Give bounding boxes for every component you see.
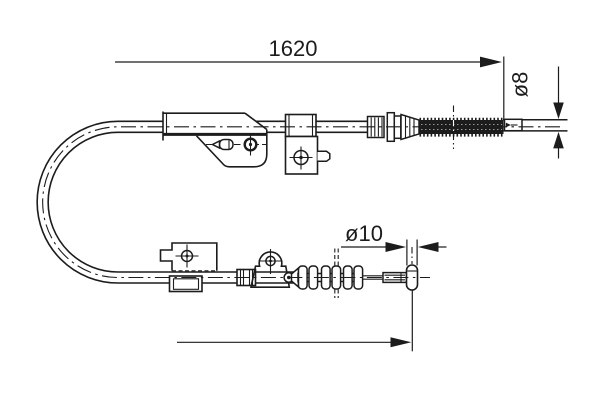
- dimension-label-diameter8: ø8: [508, 72, 533, 98]
- cable-outline: [36, 120, 370, 284]
- cable-outer-edge: [36, 120, 370, 284]
- oval-fastener: [206, 138, 266, 151]
- cable-centerline: [42, 126, 560, 279]
- arrowhead-down: [553, 102, 564, 119]
- bolt-crosshair-clamp: [289, 146, 313, 170]
- dimension-anchor-diameter: ø10: [341, 221, 447, 266]
- dimension-label-length: 1620: [269, 36, 318, 61]
- dimension-label-diameter10: ø10: [345, 221, 383, 246]
- dimension-lower-length: [177, 290, 413, 352]
- pivot-bracket: [250, 249, 295, 288]
- arrowhead-right: [480, 56, 502, 68]
- cable-inner-edge: [47, 131, 370, 273]
- sleeve-bracket: [162, 111, 268, 168]
- dimension-overall-length: 1620: [115, 36, 505, 120]
- sleeve-body: [163, 113, 267, 135]
- ear-bracket: [250, 251, 291, 288]
- coil-spring: [419, 105, 504, 149]
- clamp-outer: [168, 275, 203, 293]
- cable-clamp-lower: [168, 275, 203, 293]
- clamp-bracket: [284, 113, 331, 175]
- arrowhead-right: [385, 242, 407, 252]
- bolt-crosshair-plate: [243, 134, 258, 156]
- bolt-crosshair-lower-bracket: [175, 244, 199, 268]
- bolt-crosshair-ear: [258, 249, 283, 274]
- arrowhead-right: [390, 337, 412, 348]
- clamp-band: [284, 113, 317, 138]
- clamp-inner: [172, 278, 200, 290]
- weld-plate: [195, 129, 268, 168]
- arrowhead-up: [553, 131, 564, 149]
- arrowhead-left: [417, 242, 439, 252]
- dimension-cable-end-diameter: ø8: [508, 66, 564, 159]
- clamp-tab: [317, 150, 331, 163]
- cable-end-rod: [503, 118, 568, 132]
- bellows-boot: [290, 248, 364, 298]
- spring-body: [419, 120, 504, 134]
- guide-bracket-lower: [159, 242, 218, 272]
